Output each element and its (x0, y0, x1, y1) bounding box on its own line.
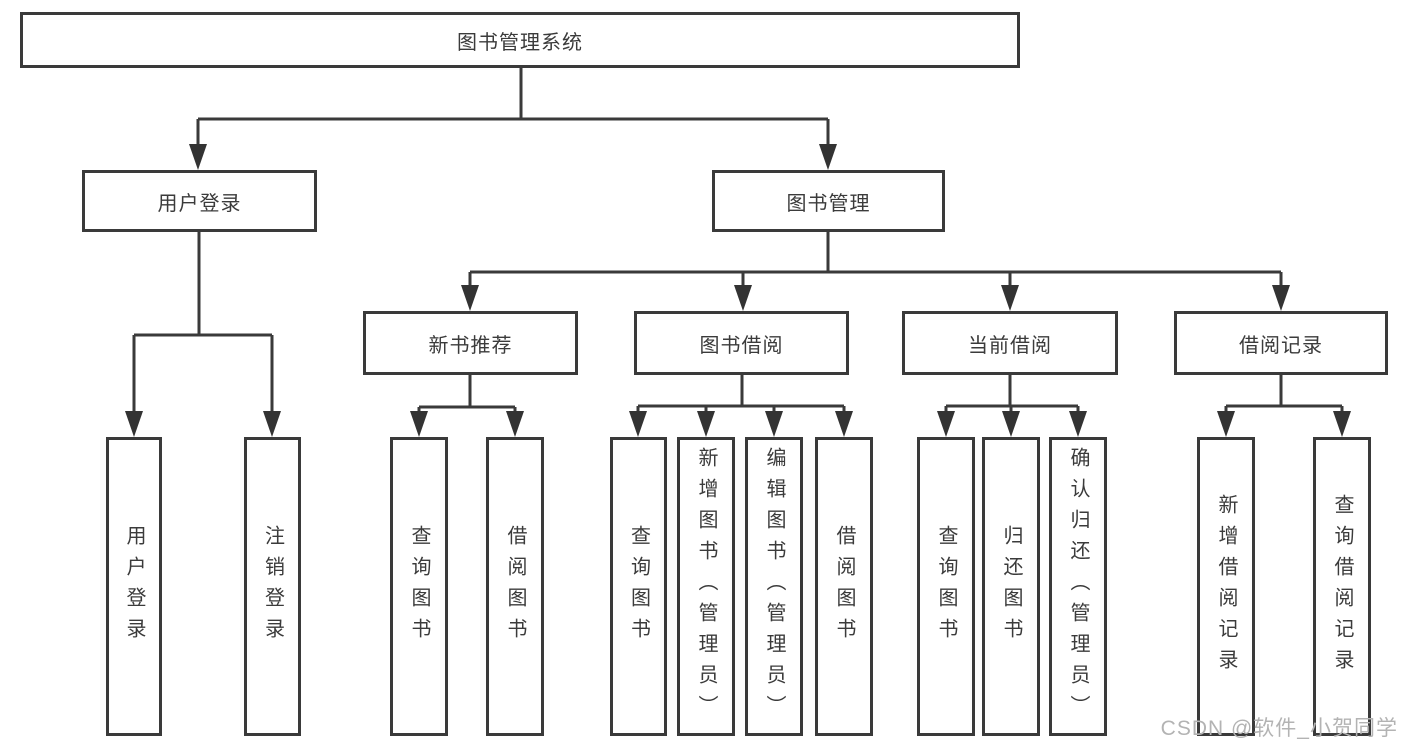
leaf-bb-edit-book-admin: 编辑图书（管理员） (745, 437, 803, 736)
leaf-cb-confirm-return-admin-label: 确认归还（管理员） (1067, 447, 1089, 726)
leaf-bb-borrow-book: 借阅图书 (815, 437, 873, 736)
arrowhead-icon (263, 411, 281, 437)
arrowhead-icon (765, 411, 783, 437)
leaf-bb-query-book-label: 查询图书 (627, 524, 650, 649)
leaf-rec-query-book-label: 查询图书 (408, 524, 430, 649)
node-user-login-label: 用户登录 (157, 192, 242, 215)
leaf-bb-borrow-book-label: 借阅图书 (833, 524, 855, 649)
arrowhead-icon (1069, 411, 1087, 437)
arrowhead-icon (937, 411, 955, 437)
arrowhead-icon (189, 144, 207, 170)
node-book-management: 图书管理 (712, 170, 945, 232)
node-book-borrow: 图书借阅 (634, 311, 849, 375)
leaf-br-add-record: 新增借阅记录 (1197, 437, 1255, 736)
leaf-logout: 注销登录 (244, 437, 301, 736)
node-borrow-records: 借阅记录 (1174, 311, 1388, 375)
leaf-bb-add-book-admin-label: 新增图书（管理员） (695, 447, 717, 726)
node-root-label: 图书管理系统 (457, 31, 583, 54)
node-book-management-label: 图书管理 (786, 192, 871, 215)
csdn-watermark: CSDN @软件_小贺同学 (1160, 717, 1398, 740)
leaf-rec-borrow-book: 借阅图书 (486, 437, 544, 736)
leaf-cb-return-book: 归还图书 (982, 437, 1040, 736)
arrowhead-icon (125, 411, 143, 437)
leaf-logout-label: 注销登录 (261, 524, 284, 649)
connector-borrowrecords-to-leaves (1224, 375, 1344, 413)
node-user-login: 用户登录 (82, 170, 317, 232)
arrowhead-icon (697, 411, 715, 437)
connector-newbookrec-to-leaves (417, 375, 517, 413)
arrowhead-icon (410, 411, 428, 437)
connector-bookborrow-to-leaves (636, 375, 846, 413)
leaf-br-add-record-label: 新增借阅记录 (1215, 493, 1237, 680)
leaf-bb-add-book-admin: 新增图书（管理员） (677, 437, 735, 736)
node-current-borrow: 当前借阅 (902, 311, 1118, 375)
leaf-br-query-record-label: 查询借阅记录 (1331, 493, 1353, 680)
leaf-bb-edit-book-admin-label: 编辑图书（管理员） (763, 447, 785, 726)
arrowhead-icon (1001, 285, 1019, 311)
arrowhead-icon (1333, 411, 1351, 437)
arrowhead-icon (819, 144, 837, 170)
arrowhead-icon (1217, 411, 1235, 437)
arrowhead-icon (629, 411, 647, 437)
leaf-cb-return-book-label: 归还图书 (1000, 524, 1022, 649)
connector-currentborrow-to-leaves (944, 375, 1080, 413)
connector-bookmgmt-to-level3 (468, 232, 1283, 287)
leaf-cb-confirm-return-admin: 确认归还（管理员） (1049, 437, 1107, 736)
leaf-cb-query-book: 查询图书 (917, 437, 975, 736)
arrowhead-icon (1002, 411, 1020, 437)
arrowhead-icon (461, 285, 479, 311)
node-new-book-recommend: 新书推荐 (363, 311, 578, 375)
leaf-user-login: 用户登录 (106, 437, 162, 736)
leaf-br-query-record: 查询借阅记录 (1313, 437, 1371, 736)
leaf-rec-query-book: 查询图书 (390, 437, 448, 736)
node-borrow-records-label: 借阅记录 (1239, 334, 1323, 357)
arrowhead-icon (506, 411, 524, 437)
connector-userlogin-to-leaves (132, 232, 274, 413)
arrowhead-icon (835, 411, 853, 437)
arrowheads (125, 144, 1351, 437)
leaf-cb-query-book-label: 查询图书 (935, 524, 957, 649)
leaf-bb-query-book: 查询图书 (610, 437, 667, 736)
node-book-borrow-label: 图书借阅 (699, 334, 784, 357)
leaf-user-login-label: 用户登录 (123, 524, 145, 649)
node-current-borrow-label: 当前借阅 (968, 334, 1052, 357)
arrowhead-icon (734, 285, 752, 311)
node-root-system: 图书管理系统 (20, 12, 1020, 68)
node-new-book-recommend-label: 新书推荐 (428, 334, 513, 357)
leaf-rec-borrow-book-label: 借阅图书 (504, 524, 526, 649)
connector-root-to-level2 (196, 68, 830, 146)
arrowhead-icon (1272, 285, 1290, 311)
